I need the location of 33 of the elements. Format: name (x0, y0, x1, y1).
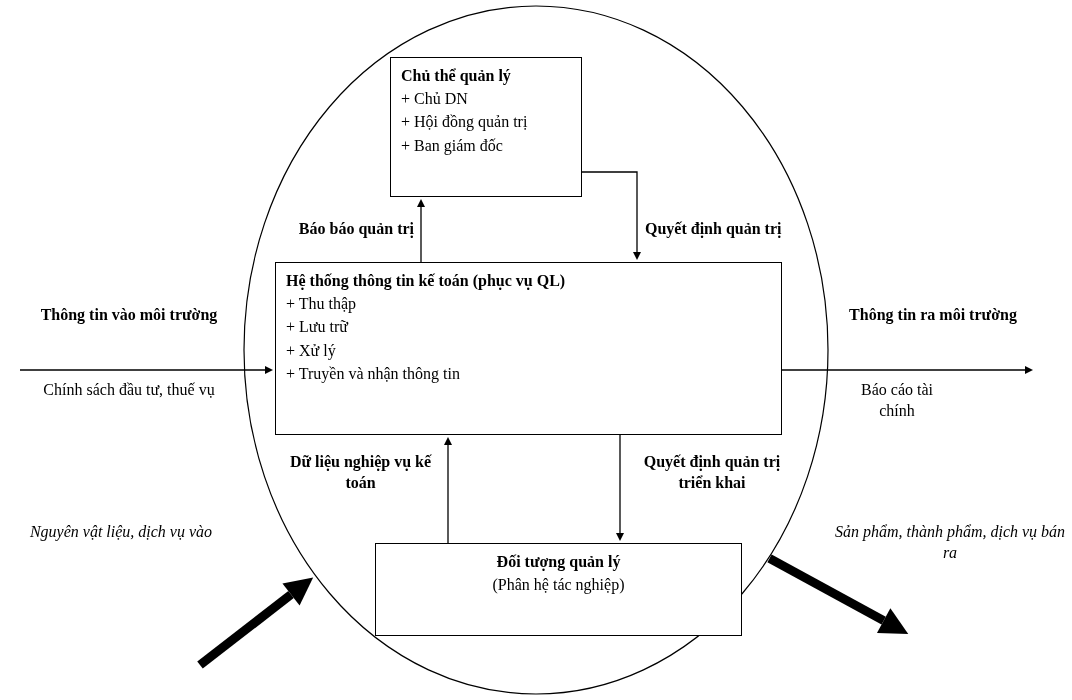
thick-arrow (767, 554, 909, 635)
process-box (390, 57, 582, 197)
edge-label: Dữ liệu nghiệp vụ kế toán (288, 452, 433, 493)
box-heading: Hệ thống thông tin kế toán (phục vụ QL) (286, 271, 567, 292)
box-text: + Xử lý (286, 340, 337, 362)
process-box (275, 262, 782, 435)
box-text: + Thu thập (286, 294, 358, 315)
arrow (19, 366, 273, 374)
note-text: Báo cáo tài chính (860, 380, 934, 421)
edge-label: Thông tin vào môi trường (39, 305, 219, 326)
edge-label: Thông tin ra môi trường (848, 305, 1018, 326)
arrow (781, 366, 1033, 374)
edge-label: Quyết định quản trị (645, 219, 783, 240)
arrow (581, 171, 641, 260)
process-box (375, 543, 742, 636)
note-text: Sản phẩm, thành phẩm, dịch vụ bán ra (833, 522, 1067, 563)
box-heading: Đối tượng quản lý (495, 552, 622, 573)
note-text: Chính sách đầu tư, thuế vụ (42, 380, 216, 400)
box-text: + Truyền và nhận thông tin (286, 363, 461, 385)
box-text: + Ban giám đốc (401, 135, 504, 157)
box-text: (Phân hệ tác nghiệp) (491, 575, 626, 596)
system-ellipse (243, 5, 829, 695)
note-text: Nguyên vật liệu, dịch vụ vào (28, 522, 214, 543)
arrow (417, 199, 425, 263)
arrow (444, 437, 452, 544)
edge-label: Báo báo quản trị (297, 219, 414, 240)
box-heading: Chủ thể quản lý (401, 66, 512, 87)
box-text: + Hội đồng quản trị (401, 112, 529, 133)
thick-arrow (197, 577, 314, 669)
edge-label: Quyết định quản trị triển khai (642, 452, 782, 493)
arrow (616, 434, 624, 541)
box-text: + Lưu trữ (286, 317, 350, 338)
box-text: + Chủ DN (401, 89, 469, 110)
